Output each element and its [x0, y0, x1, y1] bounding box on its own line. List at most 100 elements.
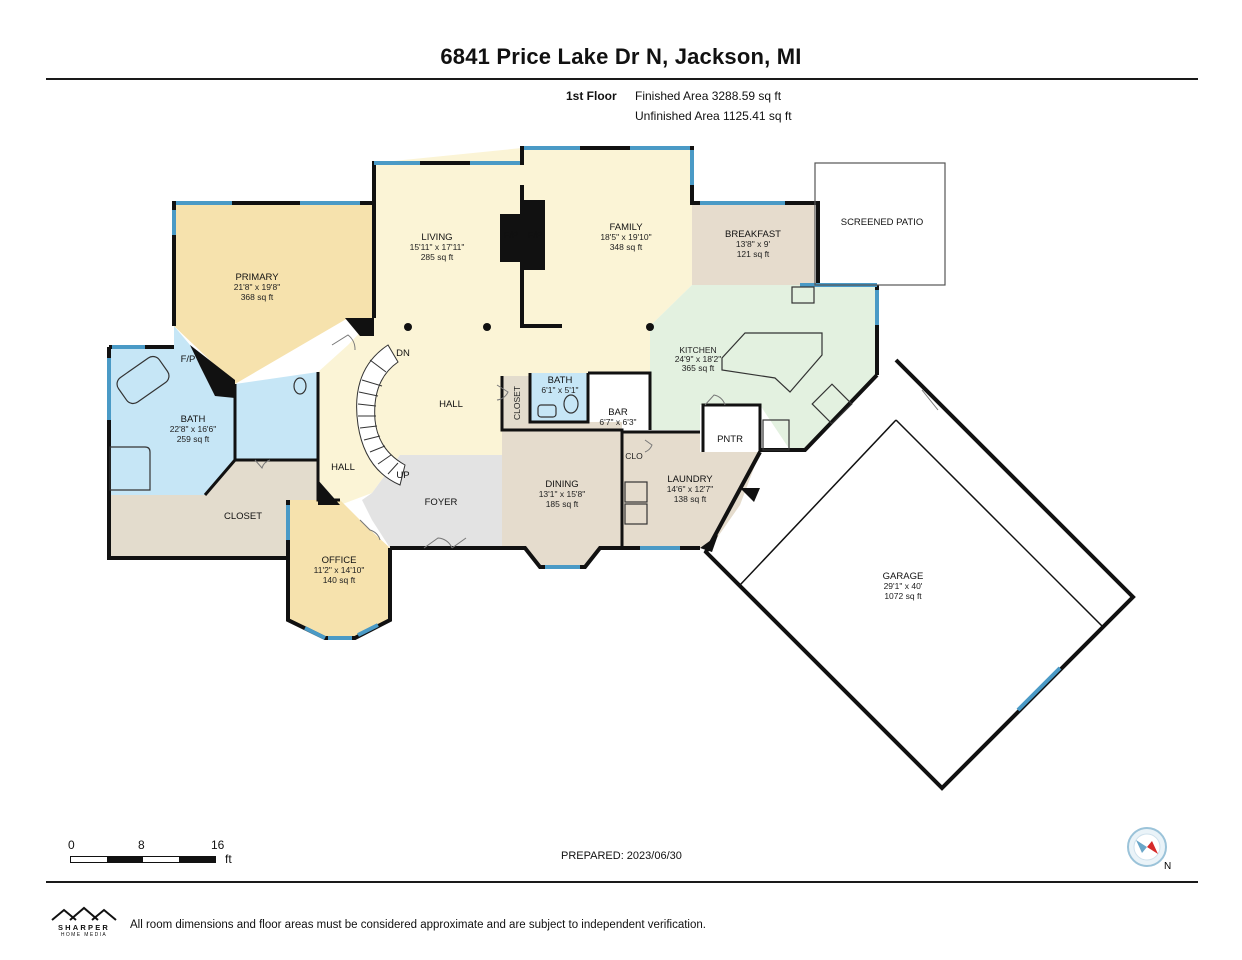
- bar-fill: [588, 373, 650, 430]
- room-name: FAMILY: [609, 222, 643, 233]
- window: [1016, 666, 1062, 712]
- room-name: KITCHEN: [679, 345, 716, 355]
- kitchen-island: [721, 332, 823, 393]
- column-block-3: [700, 535, 718, 552]
- room-area: 140 sq ft: [323, 575, 356, 585]
- halfbath-wall: [528, 373, 590, 424]
- room-dims: 29'1" x 40': [884, 581, 923, 591]
- room-area: 121 sq ft: [737, 249, 770, 259]
- toilet-2: [293, 377, 307, 395]
- dining-fill: [502, 422, 622, 567]
- room-dims: 14'6" x 12'7": [667, 484, 714, 494]
- room-name: HALL: [439, 399, 463, 410]
- washer: [624, 481, 648, 503]
- column-2: [483, 323, 491, 331]
- fireplace-family: [522, 200, 545, 270]
- fireplace-label: F/P: [181, 354, 196, 365]
- unfinished-area: Unfinished Area 1125.41 sq ft: [635, 109, 792, 123]
- room-name: CLOSET: [512, 386, 522, 420]
- pantry-fill: [703, 405, 760, 452]
- room-area: 138 sq ft: [674, 494, 707, 504]
- stove: [811, 383, 853, 425]
- room-name: CLOSET: [224, 511, 262, 522]
- room-name: LAUNDRY: [667, 474, 713, 485]
- room-dims: 15'11" x 17'11": [410, 242, 465, 252]
- room-name: LIVING: [421, 232, 452, 243]
- room-dims: 18'5" x 19'10": [600, 232, 651, 242]
- prepared-date: PREPARED: 2023/06/30: [561, 850, 682, 862]
- room-dims: 22'8" x 16'6": [170, 424, 217, 434]
- room-dims: 13'8" x 9': [736, 239, 771, 249]
- fireplace-living: [500, 214, 522, 262]
- garage-fill: [706, 360, 1133, 788]
- spiral-stair: [356, 344, 406, 486]
- room-dims: 24'9" x 18'2": [675, 354, 722, 364]
- room-area: 259 sq ft: [177, 434, 210, 444]
- room-name: BATH: [181, 414, 206, 425]
- garage-inner-edge: [739, 584, 941, 786]
- scale-bar-graphic: [70, 856, 216, 863]
- stairs-down-label: DN: [396, 348, 410, 359]
- closet-wall: [203, 459, 237, 496]
- scale-tick: 16: [211, 838, 225, 852]
- wc-fill: [235, 372, 318, 460]
- top-divider: [46, 78, 1198, 80]
- page-title: 6841 Price Lake Dr N, Jackson, MI: [440, 44, 802, 69]
- room-name: DINING: [545, 479, 578, 490]
- room-area: 368 sq ft: [241, 292, 274, 302]
- bar-wall: [588, 371, 652, 430]
- column-block-4: [740, 488, 760, 502]
- compass-icon: N: [1124, 826, 1174, 872]
- closet-primary-fill: [109, 460, 318, 558]
- finished-area: Finished Area 3288.59 sq ft: [635, 89, 782, 103]
- room-dims: 6'7" x 6'3": [599, 417, 636, 427]
- room-name: HALL: [331, 462, 355, 473]
- garage-door-line: [739, 419, 897, 586]
- office-fill: [288, 500, 390, 638]
- garage-wall: [703, 358, 1136, 791]
- front-wall: [390, 546, 700, 569]
- bottom-divider: [46, 881, 1198, 883]
- garage-inner-edge: [895, 419, 1103, 627]
- door-swings: [254, 334, 939, 549]
- room-dims: 13'1" x 15'8": [539, 489, 586, 499]
- fp-primary-block: [190, 345, 235, 398]
- column-3: [646, 323, 654, 331]
- scale-unit: ft: [225, 852, 232, 866]
- stairs-up-label: UP: [396, 470, 409, 481]
- room-name: PRIMARY: [235, 272, 279, 283]
- scale-tick: 0: [68, 838, 75, 852]
- wall-blocks: [190, 200, 760, 552]
- room-name: FOYER: [425, 497, 458, 508]
- room-name: OFFICE: [322, 555, 357, 566]
- bath-inner-wall: [233, 372, 320, 462]
- room-name: SCREENED PATIO: [841, 217, 924, 228]
- disclaimer: All room dimensions and floor areas must…: [130, 919, 706, 931]
- compass-north: N: [1164, 861, 1171, 872]
- center-walls: [500, 376, 624, 548]
- room-area: 348 sq ft: [610, 242, 643, 252]
- fixtures: [109, 162, 1103, 786]
- room-area: 285 sq ft: [421, 252, 454, 262]
- room-labels: PRIMARY 21'8" x 19'8" 368 sq ft LIVING 1…: [170, 217, 924, 601]
- room-name: BAR: [608, 407, 628, 418]
- pantry-wall: [701, 403, 762, 452]
- dryer: [624, 503, 648, 525]
- logo-roof-icon: [51, 906, 117, 921]
- family-fill: [522, 148, 692, 326]
- patio-frame: [814, 162, 946, 286]
- room-area: 185 sq ft: [546, 499, 579, 509]
- column-block-2: [318, 480, 340, 505]
- half-bath-fill: [530, 373, 588, 422]
- room-name: BATH: [548, 375, 573, 386]
- room-name: BREAKFAST: [725, 229, 781, 240]
- window: [357, 623, 379, 637]
- toilet: [563, 394, 579, 414]
- screened-patio-fill: [815, 163, 945, 285]
- column-1: [404, 323, 412, 331]
- room-dims: 11'2" x 14'10": [314, 565, 365, 575]
- logo-name: SHARPER: [57, 923, 111, 932]
- room-dims: 6'1" x 5'1": [541, 385, 578, 395]
- room-name: PNTR: [717, 434, 743, 445]
- fireplace-label: F/P: [504, 230, 519, 241]
